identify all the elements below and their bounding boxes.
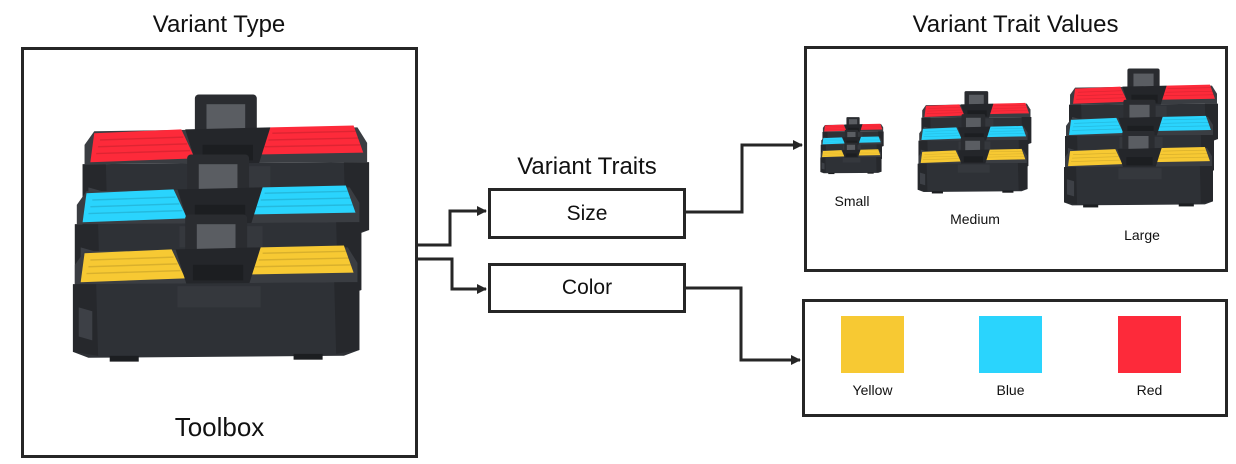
size-value-medium[interactable]: Medium [915, 89, 1035, 227]
color-value-yellow[interactable]: Yellow [841, 316, 904, 398]
color-red-label: Red [1136, 382, 1163, 398]
color-swatch-red [1118, 316, 1181, 373]
size-small-label: Small [834, 193, 870, 209]
color-yellow-label: Yellow [852, 382, 893, 398]
size-value-small[interactable]: Small [817, 114, 887, 209]
size-values-box: Small Medium Large [804, 46, 1228, 272]
color-blue-label: Blue [996, 382, 1025, 398]
connector-type-to-size [418, 206, 487, 247]
connector-type-to-color [418, 257, 487, 294]
trait-color-label: Color [561, 276, 613, 299]
variant-type-heading: Variant Type [152, 11, 286, 38]
variant-traits-heading: Variant Traits [517, 153, 657, 180]
variant-type-name: Toolbox [174, 412, 265, 442]
color-swatch-blue [979, 316, 1042, 373]
color-swatch-yellow [841, 316, 904, 373]
toolbox-medium-image [917, 89, 1032, 197]
color-values-box: Yellow Blue Red [802, 299, 1228, 417]
toolbox-large-image [1063, 63, 1219, 215]
connector-size-to-values [686, 140, 803, 214]
toolbox-small-image [820, 114, 884, 178]
trait-size-box[interactable]: Size [488, 188, 686, 239]
trait-size-label: Size [566, 201, 608, 225]
size-medium-label: Medium [950, 211, 1000, 227]
connector-color-to-values [686, 286, 801, 365]
trait-color-box[interactable]: Color [488, 263, 686, 313]
size-large-label: Large [1124, 227, 1160, 243]
color-value-blue[interactable]: Blue [979, 316, 1042, 398]
variant-type-box: Toolbox [21, 47, 418, 458]
variant-trait-values-heading: Variant Trait Values [912, 11, 1119, 38]
size-value-large[interactable]: Large [1063, 63, 1221, 243]
color-value-red[interactable]: Red [1118, 316, 1181, 398]
